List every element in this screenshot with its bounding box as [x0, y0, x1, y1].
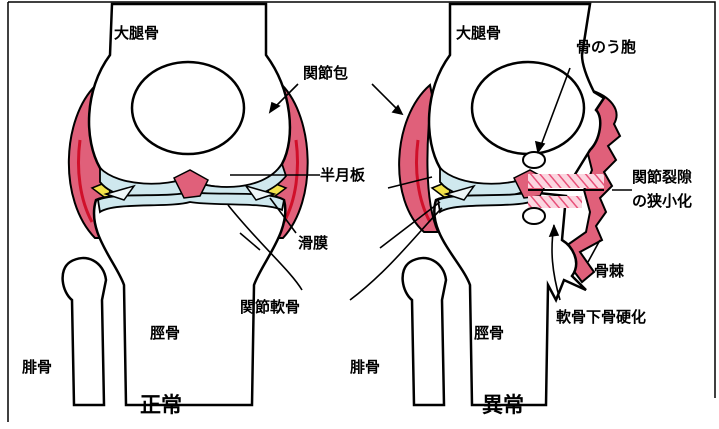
- joint-space-narrowing: [528, 196, 582, 208]
- tibia-abnormal: [434, 192, 586, 405]
- joint-space-narrowing: [528, 174, 604, 188]
- label-joint-space-2: の狭小化: [632, 192, 692, 210]
- fibula-normal: [63, 258, 106, 405]
- caption-normal: 正常: [140, 393, 182, 417]
- bone-cyst: [523, 152, 545, 168]
- label-tibia-abnormal: 脛骨: [474, 324, 504, 342]
- label-subchondral-sclerosis: 軟骨下骨硬化: [556, 308, 646, 326]
- label-fibula-normal: 腓骨: [22, 358, 52, 376]
- bone-cyst: [523, 208, 545, 224]
- label-articular-cartilage: 関節軟骨: [240, 298, 300, 316]
- label-joint-space-1: 関節裂隙: [632, 168, 692, 186]
- femur-condyle-normal: [132, 62, 244, 154]
- label-osteophyte: 骨棘: [594, 262, 625, 280]
- abnormal-knee: [399, 4, 620, 405]
- label-bone-cyst: 骨のう胞: [576, 38, 636, 56]
- normal-knee: [63, 4, 308, 405]
- label-femur-normal: 大腿骨: [114, 24, 159, 42]
- caption-abnormal: 異常: [482, 393, 524, 417]
- fibula-abnormal: [403, 258, 446, 405]
- label-meniscus: 半月板: [320, 166, 366, 184]
- label-fibula-abnormal: 腓骨: [350, 358, 380, 376]
- label-femur-abnormal: 大腿骨: [456, 24, 501, 42]
- label-tibia-normal: 脛骨: [150, 324, 180, 342]
- label-joint-capsule: 関節包: [303, 64, 348, 82]
- label-synovium: 滑膜: [298, 234, 328, 252]
